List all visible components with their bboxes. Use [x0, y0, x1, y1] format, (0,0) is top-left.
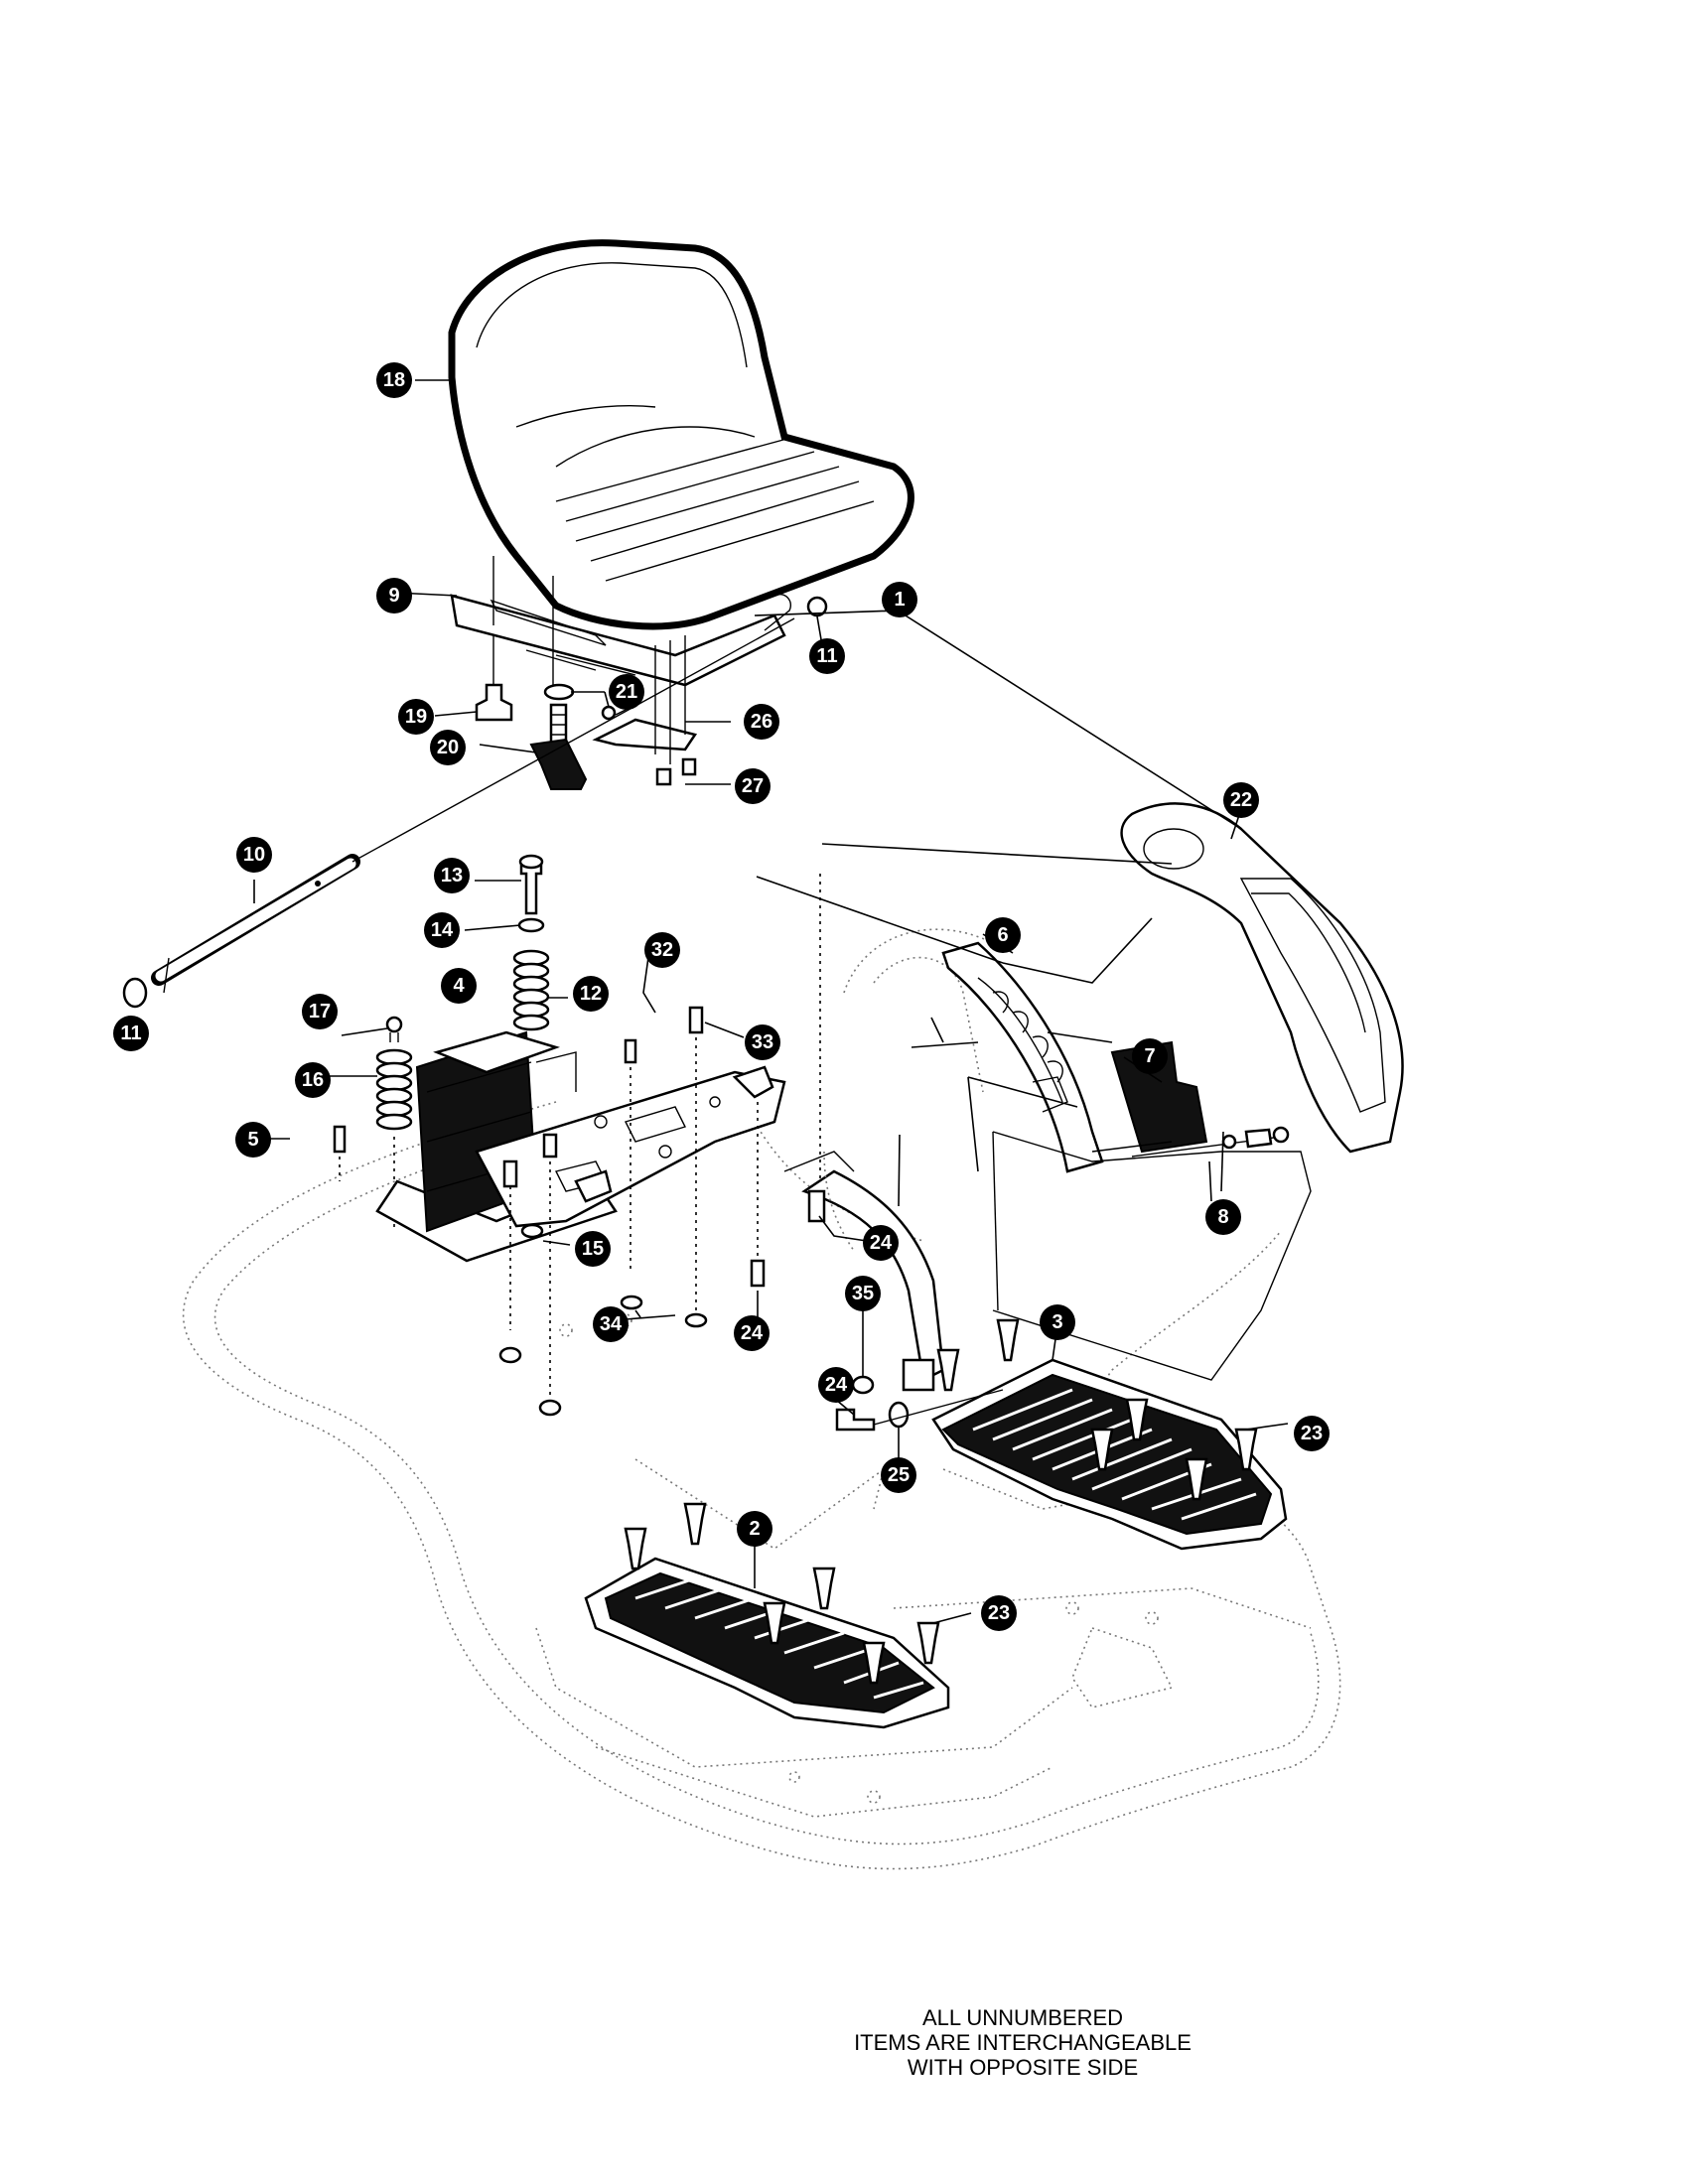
- callout-11-top[interactable]: 11: [809, 638, 845, 674]
- svg-text:33: 33: [752, 1031, 773, 1053]
- footrest-right: [931, 1318, 1288, 1551]
- callout-23-left[interactable]: 23: [981, 1595, 1017, 1631]
- svg-text:19: 19: [405, 706, 427, 728]
- callout-35[interactable]: 35: [845, 1276, 881, 1311]
- callout-2[interactable]: 2: [737, 1511, 772, 1547]
- callout-32[interactable]: 32: [644, 932, 680, 968]
- svg-text:17: 17: [309, 1001, 331, 1023]
- callout-24-middle[interactable]: 24: [734, 1315, 770, 1351]
- svg-text:21: 21: [616, 681, 637, 703]
- svg-text:34: 34: [600, 1313, 623, 1335]
- svg-text:11: 11: [120, 1023, 141, 1044]
- svg-text:32: 32: [651, 939, 673, 961]
- note-line-1: ALL UNNUMBERED: [921, 2005, 1124, 2030]
- callout-24-upper[interactable]: 24: [863, 1225, 899, 1261]
- callout-21[interactable]: 21: [609, 674, 644, 710]
- footrest-left: [584, 1502, 950, 1729]
- callout-25[interactable]: 25: [881, 1457, 916, 1493]
- svg-text:2: 2: [749, 1518, 760, 1540]
- svg-text:35: 35: [852, 1283, 874, 1304]
- svg-text:1: 1: [894, 589, 905, 611]
- callout-3[interactable]: 3: [1040, 1304, 1075, 1340]
- callout-34[interactable]: 34: [593, 1306, 629, 1342]
- pivot-hardware: [807, 1189, 1004, 1432]
- svg-text:14: 14: [431, 919, 454, 941]
- svg-text:5: 5: [247, 1129, 258, 1151]
- svg-text:24: 24: [741, 1322, 764, 1344]
- callout-12[interactable]: 12: [573, 976, 609, 1012]
- svg-text:20: 20: [437, 737, 459, 758]
- callout-15[interactable]: 15: [575, 1231, 611, 1267]
- callout-13[interactable]: 13: [434, 858, 470, 893]
- svg-text:18: 18: [383, 369, 405, 391]
- dark-pad: [1110, 1040, 1208, 1154]
- svg-text:24: 24: [825, 1374, 848, 1396]
- svg-text:26: 26: [751, 711, 772, 733]
- callout-5[interactable]: 5: [235, 1122, 271, 1158]
- seat-pan: [450, 594, 828, 687]
- svg-text:13: 13: [441, 865, 463, 887]
- callout-6[interactable]: 6: [985, 917, 1021, 953]
- callout-19[interactable]: 19: [398, 699, 434, 735]
- seat: [448, 239, 914, 630]
- callout-14[interactable]: 14: [424, 912, 460, 948]
- svg-text:27: 27: [742, 775, 764, 797]
- svg-text:7: 7: [1144, 1045, 1155, 1067]
- svg-text:23: 23: [1301, 1423, 1323, 1444]
- svg-text:8: 8: [1217, 1206, 1228, 1228]
- callout-33[interactable]: 33: [745, 1024, 780, 1060]
- spring-left: [375, 1048, 413, 1131]
- svg-text:3: 3: [1052, 1311, 1062, 1333]
- svg-text:24: 24: [870, 1232, 893, 1254]
- spring-right: [512, 949, 550, 1031]
- svg-text:25: 25: [888, 1464, 910, 1486]
- svg-text:12: 12: [580, 983, 602, 1005]
- mounting-bolts: [333, 874, 821, 1417]
- svg-text:16: 16: [302, 1069, 324, 1091]
- callout-22[interactable]: 22: [1223, 782, 1259, 818]
- springs-and-bolts: [375, 854, 550, 1231]
- note-line-3: WITH OPPOSITE SIDE: [907, 2055, 1139, 2080]
- callout-16[interactable]: 16: [295, 1062, 331, 1098]
- callouts: 1 2 3 4 5 6 7 8 9 10 11 11 12 13 14 15 1…: [113, 362, 1330, 1631]
- svg-text:22: 22: [1230, 789, 1252, 811]
- callout-7[interactable]: 7: [1132, 1038, 1168, 1074]
- callout-20[interactable]: 20: [430, 730, 466, 765]
- svg-text:11: 11: [816, 645, 837, 667]
- svg-text:9: 9: [388, 585, 399, 607]
- svg-text:23: 23: [988, 1602, 1010, 1624]
- callout-27[interactable]: 27: [735, 768, 771, 804]
- svg-text:15: 15: [582, 1238, 604, 1260]
- shift-plate: [941, 941, 1104, 1173]
- callout-8[interactable]: 8: [1205, 1199, 1241, 1235]
- callout-4[interactable]: 4: [441, 968, 477, 1004]
- interchangeable-note: ALL UNNUMBERED ITEMS ARE INTERCHANGEABLE…: [765, 2005, 1281, 2080]
- svg-text:10: 10: [243, 844, 265, 866]
- note-line-2: ITEMS ARE INTERCHANGEABLE: [854, 2030, 1192, 2055]
- callout-17[interactable]: 17: [302, 994, 338, 1029]
- pivot-rod: [122, 617, 795, 1009]
- callout-9[interactable]: 9: [376, 578, 412, 614]
- callout-1[interactable]: 1: [882, 582, 917, 617]
- svg-text:4: 4: [453, 975, 465, 997]
- seat-hardware: [475, 556, 698, 790]
- lever-screw: [1131, 1126, 1290, 1158]
- callout-23-right[interactable]: 23: [1294, 1416, 1330, 1451]
- callout-11-bottom[interactable]: 11: [113, 1016, 149, 1051]
- callout-18[interactable]: 18: [376, 362, 412, 398]
- callout-10[interactable]: 10: [236, 837, 272, 873]
- callout-24-lower[interactable]: 24: [818, 1367, 854, 1403]
- side-panel-outline: [992, 1131, 1312, 1381]
- callout-26[interactable]: 26: [744, 704, 779, 740]
- svg-text:6: 6: [997, 924, 1008, 946]
- footrest-left-bolts: [624, 1502, 940, 1685]
- footrest-right-bolts: [936, 1318, 1258, 1501]
- fender-panel: [783, 956, 984, 1392]
